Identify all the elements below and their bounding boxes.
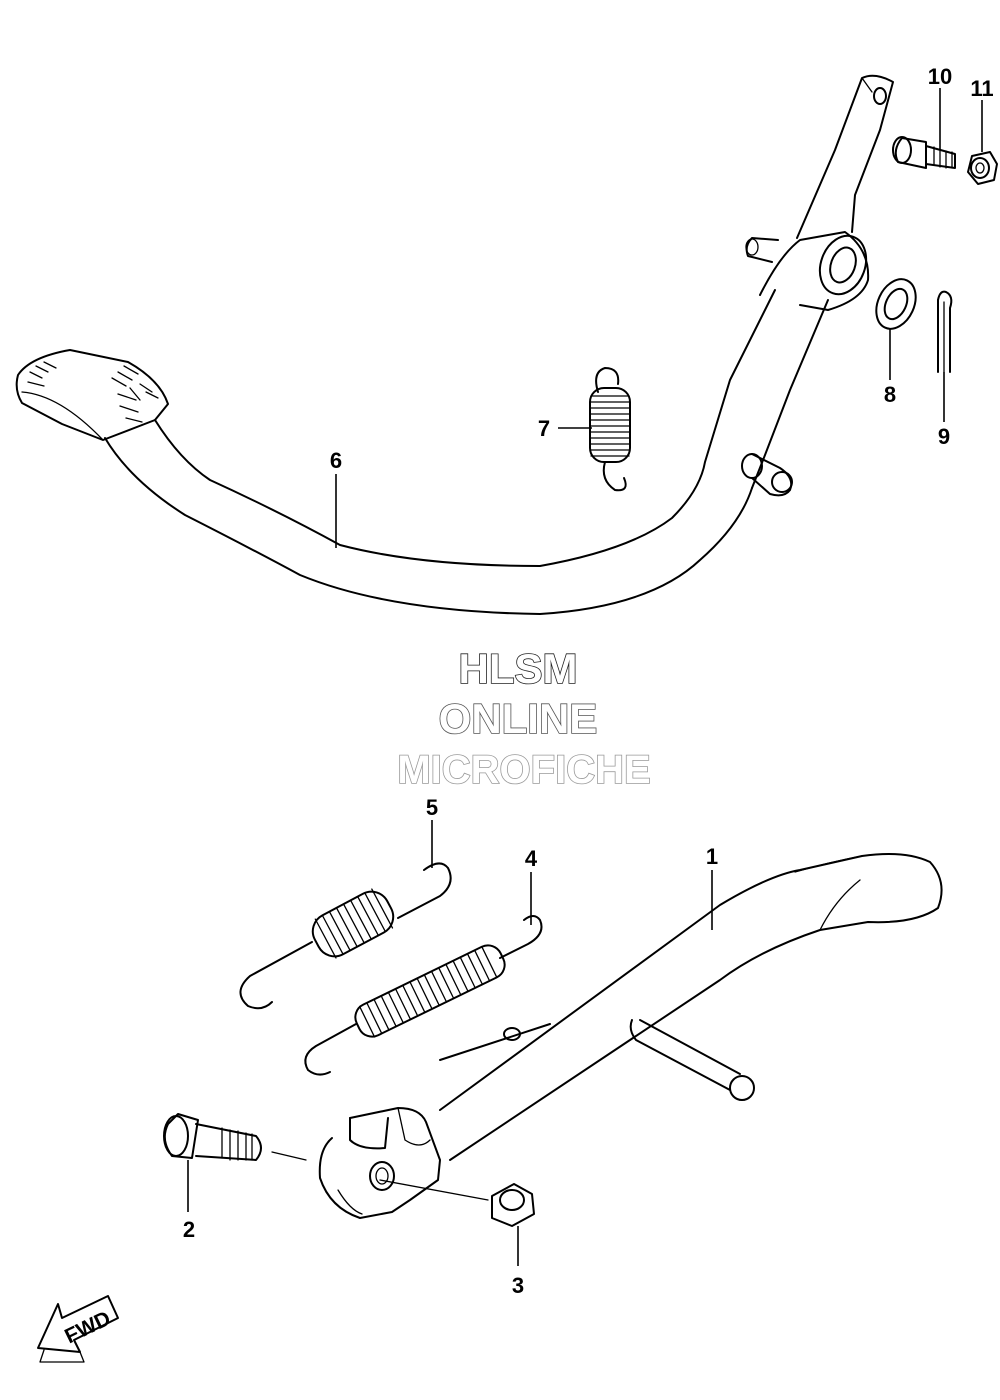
stand-spring-long	[304, 915, 543, 1076]
callout-3: 3	[512, 1273, 524, 1298]
leader-lines	[187, 88, 983, 1266]
callout-9: 9	[938, 424, 950, 449]
nut-small	[967, 151, 998, 185]
nut	[379, 1179, 535, 1227]
callout-1: 1	[706, 844, 718, 869]
watermark-line-3: MICROFICHE	[397, 748, 650, 792]
callout-10: 10	[928, 64, 952, 89]
brake-pedal	[15, 74, 894, 615]
cotter-pin	[937, 290, 953, 373]
callout-5: 5	[426, 795, 438, 820]
watermark: HLSM ONLINE MICROFICHE	[397, 644, 652, 793]
watermark-line-2: ONLINE	[439, 695, 598, 742]
fwd-direction-arrow: FWD	[37, 1295, 119, 1363]
callout-4: 4	[525, 846, 538, 871]
pedal-return-spring	[589, 367, 631, 492]
stand-spring-short	[239, 862, 452, 1010]
washer	[875, 278, 917, 330]
watermark-line-1: HLSM	[459, 645, 578, 692]
pivot-bolt	[163, 1113, 307, 1161]
callout-11: 11	[970, 76, 993, 101]
callout-6: 6	[330, 448, 342, 473]
callout-8: 8	[884, 382, 896, 407]
side-stand	[318, 853, 943, 1219]
bolt	[892, 136, 956, 169]
callout-2: 2	[183, 1217, 195, 1242]
callout-7: 7	[538, 416, 550, 441]
